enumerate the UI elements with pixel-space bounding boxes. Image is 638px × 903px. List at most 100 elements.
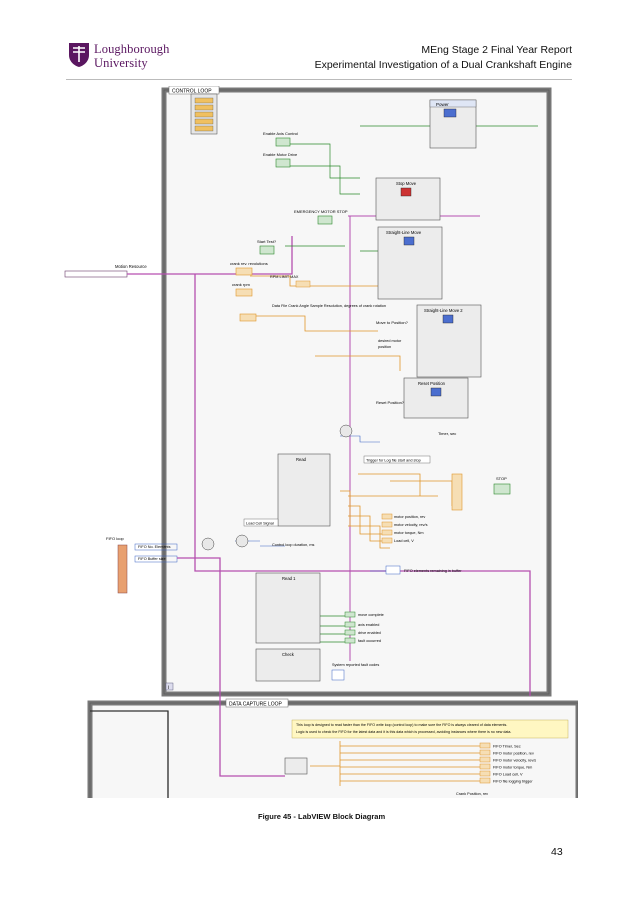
capture-note: This loop is designed to read faster tha… bbox=[291, 719, 569, 739]
fifo-no-elements-label: FIFO No. Elements bbox=[138, 545, 171, 549]
trigger-log-box: Trigger for Log file start and stop bbox=[363, 455, 431, 464]
svg-text:Reset Position?: Reset Position? bbox=[376, 400, 405, 405]
control-loop-duration: Control loop duration, ms bbox=[235, 534, 315, 548]
logo-text-line1: Loughborough bbox=[94, 42, 170, 56]
emergency-stop-control: EMERGENCY MOTOR STOP bbox=[294, 209, 348, 225]
svg-text:Read 1: Read 1 bbox=[282, 576, 296, 581]
svg-text:Straight-Line Move 2: Straight-Line Move 2 bbox=[424, 308, 463, 313]
svg-text:desired motor: desired motor bbox=[378, 339, 402, 343]
svg-text:Timer, sec: Timer, sec bbox=[438, 431, 456, 436]
motion-resource-control: Motion Resource bbox=[64, 264, 147, 278]
data-capture-loop-label: DATA CAPTURE LOOP bbox=[229, 702, 283, 708]
read-data-block: Read bbox=[277, 453, 331, 527]
capture-note-line1: This loop is designed to read faster tha… bbox=[296, 723, 507, 727]
crank-rpm-control: crank rpm bbox=[232, 282, 253, 297]
svg-text:Trigger for Log file start and: Trigger for Log file start and stop bbox=[366, 459, 421, 463]
stop-indicator: STOP bbox=[493, 476, 511, 495]
read-status-block: Read 1 bbox=[255, 572, 321, 644]
university-logo: Loughborough University bbox=[68, 40, 218, 72]
svg-text:Move to Position?: Move to Position? bbox=[376, 320, 409, 325]
svg-text:axis enabled: axis enabled bbox=[358, 623, 379, 627]
fifo-elements-remaining: FIFO elements remaining in buffer bbox=[385, 565, 462, 575]
fifo-output-indicator bbox=[479, 756, 491, 763]
fifo-output-indicator bbox=[479, 763, 491, 770]
stop-move-block: Stop Move bbox=[375, 177, 441, 221]
header-rule bbox=[66, 79, 572, 80]
fifo-loop-label: FIFO loop bbox=[106, 536, 125, 541]
logo-text-line2: University bbox=[94, 56, 148, 70]
svg-text:Power: Power bbox=[436, 102, 449, 107]
fifo-read-node bbox=[284, 757, 308, 775]
fifo-output-indicator bbox=[479, 777, 491, 784]
timer-node: Timer, sec bbox=[339, 424, 456, 438]
fifo-output-label: FIFO motor velocity, rev/s bbox=[493, 758, 536, 762]
fifo-output-label: FIFO Load cell, V bbox=[493, 772, 523, 776]
fifo-output-label: FIFO motor position, rev bbox=[493, 751, 534, 755]
svg-text:Load cell, V: Load cell, V bbox=[394, 539, 414, 543]
fifo-output-label: FIFO file logging trigger bbox=[493, 779, 533, 783]
report-title: MEng Stage 2 Final Year Report bbox=[421, 44, 572, 56]
rpm-limit-control: RPM LIMIT MAX bbox=[270, 275, 311, 288]
power-block: Power bbox=[429, 99, 477, 149]
labview-block-diagram: CONTROL LOOP i DATA CAPTURE LOOP Motion … bbox=[64, 86, 578, 798]
svg-text:motor position, rev: motor position, rev bbox=[394, 515, 425, 519]
fifo-output-indicator bbox=[479, 742, 491, 749]
svg-text:motor velocity, rev/s: motor velocity, rev/s bbox=[394, 523, 428, 527]
read-data-outputs: motor position, rev motor velocity, rev/… bbox=[381, 513, 428, 544]
data-capture-loop-frame: DATA CAPTURE LOOP bbox=[87, 698, 578, 798]
reset-position-block: Reset Position Reset Position? bbox=[376, 377, 469, 419]
svg-text:Load Cell Signal: Load Cell Signal bbox=[246, 522, 274, 526]
svg-text:Read: Read bbox=[296, 457, 307, 462]
svg-text:System reported fault codes: System reported fault codes bbox=[332, 663, 379, 667]
fifo-build-array bbox=[451, 473, 463, 511]
straight-line-move-2-block: Straight-Line Move 2 Move to Position? d… bbox=[376, 304, 482, 378]
read-status-outputs: move complete axis enabled drive enabled… bbox=[344, 611, 384, 644]
svg-text:motor torque, Nm: motor torque, Nm bbox=[394, 531, 424, 535]
svg-text:Reset Position: Reset Position bbox=[418, 381, 446, 386]
figure-caption: Figure 45 - LabVIEW Block Diagram bbox=[258, 812, 386, 821]
enable-axis-control: Enable Axis Control bbox=[263, 131, 298, 147]
resource-cluster bbox=[190, 93, 218, 135]
university-crest-icon bbox=[69, 43, 89, 67]
svg-text:RPM LIMIT MAX: RPM LIMIT MAX bbox=[270, 275, 299, 279]
fifo-output-label: FIFO motor torque, Nm bbox=[493, 765, 532, 769]
svg-text:Data File Crank Angle Sample R: Data File Crank Angle Sample Resolution,… bbox=[272, 304, 386, 308]
fifo-buffer-size-label: FIFO Buffer size bbox=[138, 557, 166, 561]
svg-text:fault occurred: fault occurred bbox=[358, 639, 381, 643]
straight-line-move-block: Straight-Line Move bbox=[377, 226, 443, 300]
capture-note-line2: Logic is used to check the FIFO for the … bbox=[296, 730, 511, 734]
svg-text:crank rpm: crank rpm bbox=[232, 282, 250, 287]
svg-text:Check: Check bbox=[282, 652, 295, 657]
svg-text:Stop Move: Stop Move bbox=[396, 181, 417, 186]
svg-text:drive enabled: drive enabled bbox=[358, 631, 381, 635]
fifo-output-indicator bbox=[479, 770, 491, 777]
fifo-output-label: FIFO Timer, Sec bbox=[493, 744, 521, 748]
fifo-output-indicator bbox=[479, 749, 491, 756]
control-loop-label: CONTROL LOOP bbox=[172, 89, 212, 95]
data-file-control: Data File Crank Angle Sample Resolution,… bbox=[239, 304, 386, 322]
crank-revolutions-control: crank rev. revolutions bbox=[230, 261, 268, 276]
enable-motor-control: Enable Motor Drive bbox=[263, 152, 298, 168]
control-loop-iteration: i bbox=[168, 685, 169, 691]
svg-text:Control loop duration, ms: Control loop duration, ms bbox=[272, 543, 315, 547]
crank-position: Crank Position, rev bbox=[456, 792, 488, 796]
control-loop-frame: CONTROL LOOP i bbox=[161, 86, 552, 697]
fifo-controls: FIFO loop FIFO No. Elements FIFO Buffer … bbox=[106, 536, 215, 594]
svg-text:Crank Position, rev: Crank Position, rev bbox=[456, 792, 488, 796]
svg-text:crank rev. revolutions: crank rev. revolutions bbox=[230, 261, 268, 266]
svg-text:Enable Motor Drive: Enable Motor Drive bbox=[263, 152, 298, 157]
start-test-control: Start Test? bbox=[257, 239, 277, 255]
svg-text:Enable Axis Control: Enable Axis Control bbox=[263, 131, 298, 136]
svg-text:STOP: STOP bbox=[496, 476, 507, 481]
motion-resource-label: Motion Resource bbox=[115, 264, 147, 269]
svg-text:Start Test?: Start Test? bbox=[257, 239, 277, 244]
svg-text:FIFO elements remaining in buf: FIFO elements remaining in buffer bbox=[404, 569, 462, 573]
svg-text:position: position bbox=[378, 345, 391, 349]
page-number: 43 bbox=[551, 846, 563, 858]
svg-text:EMERGENCY MOTOR STOP: EMERGENCY MOTOR STOP bbox=[294, 209, 348, 214]
check-block: Check System reported fault codes bbox=[255, 648, 379, 682]
svg-text:move complete: move complete bbox=[358, 613, 384, 617]
report-subtitle: Experimental Investigation of a Dual Cra… bbox=[314, 59, 572, 71]
svg-text:Straight-Line Move: Straight-Line Move bbox=[386, 230, 422, 235]
